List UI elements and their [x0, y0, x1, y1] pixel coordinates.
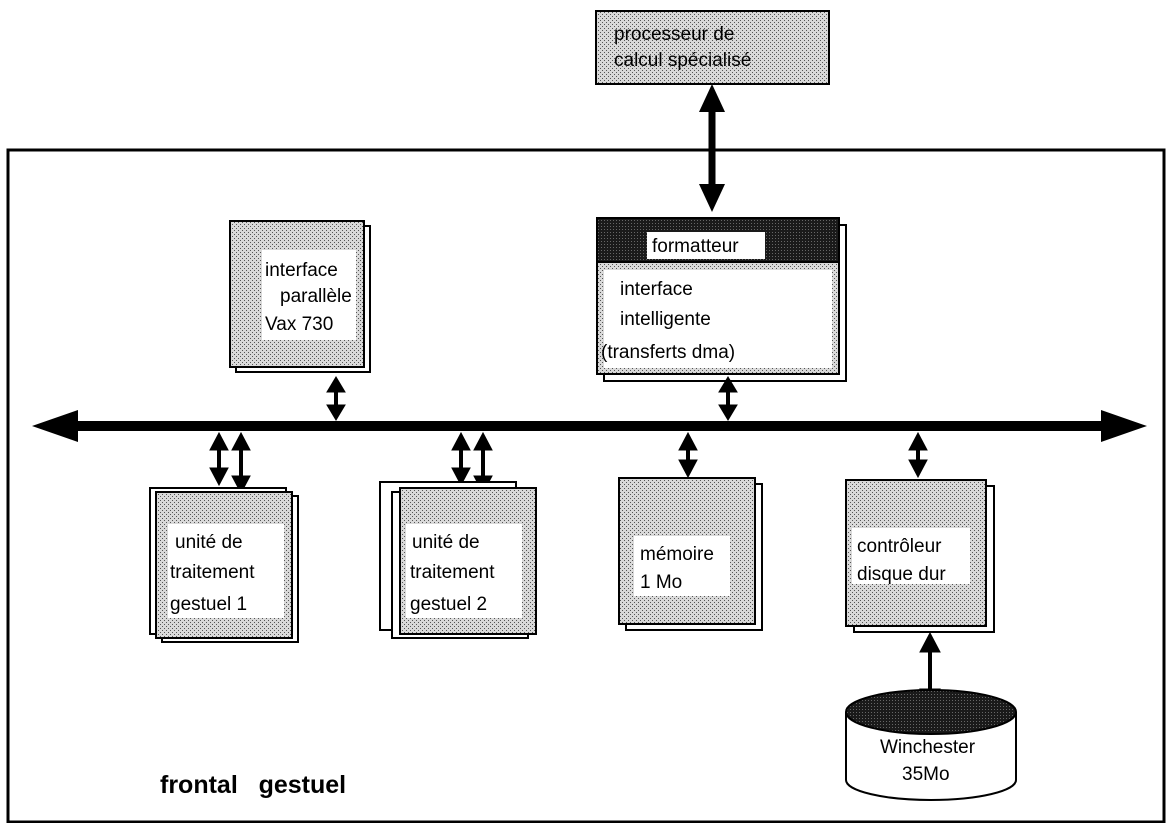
formatter-line2: intelligente [620, 309, 711, 330]
memory-line2: 1 Mo [640, 572, 682, 593]
formatter-header: formatteur [652, 236, 739, 257]
memory-box: mémoire 1 Mo [618, 477, 763, 631]
winchester-line2: 35Mo [902, 764, 950, 785]
unit2-line2: traitement [410, 562, 495, 583]
processor-line2: calcul spécialisé [614, 50, 751, 71]
system-bus [32, 410, 1147, 442]
specialized-processor-box: processeur de calcul spécialisé [595, 10, 830, 85]
unit2-line1: unité de [412, 532, 480, 553]
parallel-line3: Vax 730 [265, 314, 333, 335]
frontal-frame [6, 148, 1166, 823]
processor-formatter-link [699, 84, 725, 212]
unit1-line3: gestuel 1 [170, 594, 247, 615]
controller-line2: disque dur [857, 564, 946, 585]
processing-unit-1: unité de traitement gestuel 1 [149, 487, 299, 643]
unit1-line2: traitement [170, 562, 255, 583]
bus-connectors [209, 376, 941, 710]
processing-unit-2: unité de traitement gestuel 2 [379, 481, 537, 639]
winchester-disk: Winchester 35Mo [845, 689, 1017, 801]
unit2-line3: gestuel 2 [410, 594, 487, 615]
parallel-line2: parallèle [280, 286, 352, 307]
memory-line1: mémoire [640, 544, 714, 565]
disk-controller-box: contrôleur disque dur [845, 479, 995, 633]
processor-line1: processeur de [614, 24, 734, 45]
frame-label: frontal gestuel [160, 771, 346, 799]
unit1-line1: unité de [175, 532, 243, 553]
parallel-line1: interface [265, 260, 338, 281]
controller-line1: contrôleur [857, 536, 942, 557]
parallel-interface-box: interface parallèle Vax 730 [229, 220, 371, 373]
winchester-line1: Winchester [880, 737, 976, 758]
formatter-line3: (transferts dma) [601, 342, 735, 363]
formatter-box: formatteur interface intelligente (trans… [596, 217, 847, 382]
formatter-line1: interface [620, 279, 693, 300]
